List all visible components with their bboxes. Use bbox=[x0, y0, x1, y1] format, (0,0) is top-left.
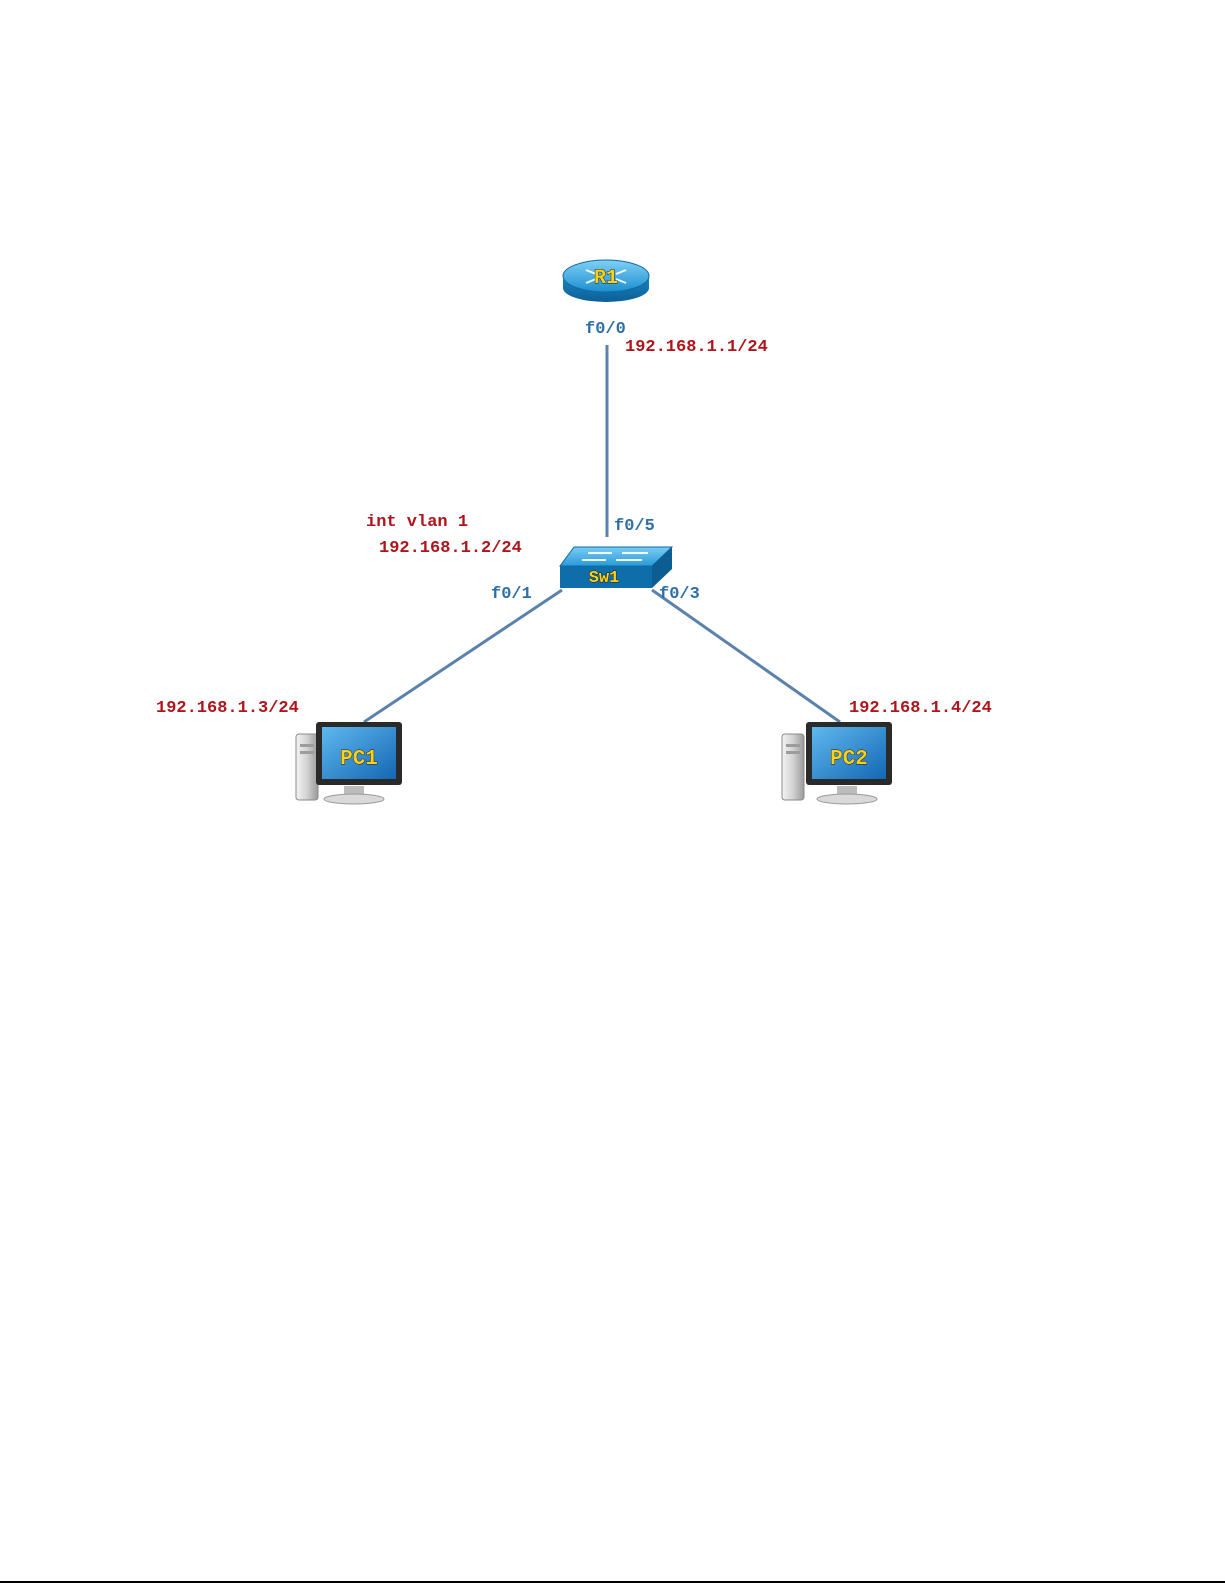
link-sw1-pc2 bbox=[652, 590, 840, 722]
pc1-ip-label: 192.168.1.3/24 bbox=[156, 699, 299, 718]
router-ip-label: 192.168.1.1/24 bbox=[625, 338, 768, 357]
switch-svi-label: int vlan 1 bbox=[366, 513, 468, 532]
pc2-label: PC2 bbox=[830, 748, 868, 771]
switch-svi-ip-label: 192.168.1.2/24 bbox=[379, 539, 522, 558]
pc1-label: PC1 bbox=[340, 748, 378, 771]
switch-sw1[interactable]: Sw1 bbox=[560, 547, 672, 588]
page-bottom-rule bbox=[0, 1581, 1225, 1583]
pc2[interactable]: PC2 bbox=[782, 722, 892, 804]
switch-port-up-label: f0/5 bbox=[614, 517, 655, 536]
router-r1[interactable]: R1 bbox=[563, 260, 649, 302]
switch-port-left-label: f0/1 bbox=[491, 585, 532, 604]
pc2-ip-label: 192.168.1.4/24 bbox=[849, 699, 992, 718]
router-port-label: f0/0 bbox=[585, 320, 626, 339]
router-label: R1 bbox=[594, 267, 618, 290]
switch-label: Sw1 bbox=[589, 569, 620, 588]
pc1[interactable]: PC1 bbox=[296, 722, 402, 804]
link-sw1-pc1 bbox=[364, 590, 562, 722]
switch-port-right-label: f0/3 bbox=[659, 585, 700, 604]
